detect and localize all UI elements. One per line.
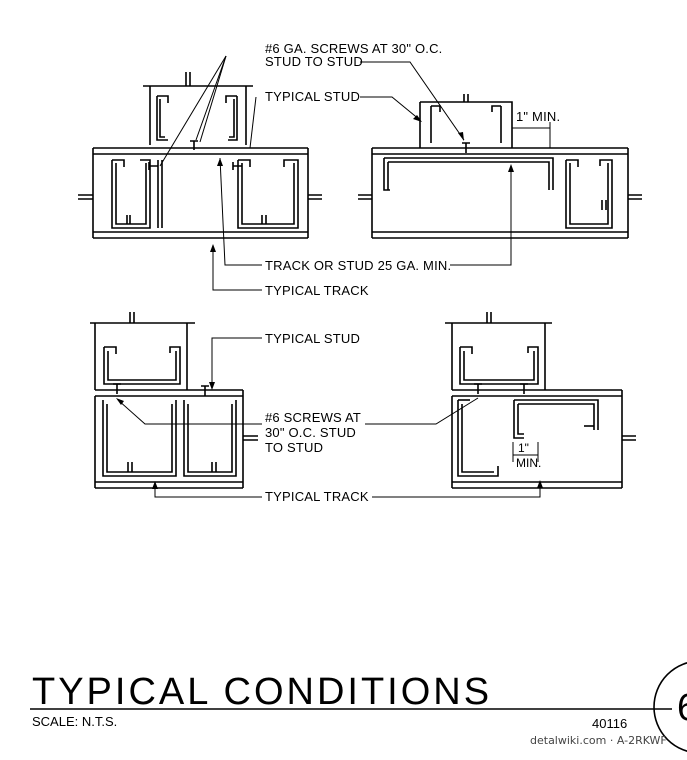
note-one-inch-min-top: 1" MIN. xyxy=(516,109,560,124)
note-screws-bottom-line1: #6 SCREWS AT xyxy=(265,410,361,425)
note-screws-top-line2: STUD TO STUD xyxy=(265,54,363,69)
detail-top-left xyxy=(78,55,322,291)
detail-bottom-left xyxy=(90,312,262,498)
note-typical-stud-bottom: TYPICAL STUD xyxy=(265,331,360,346)
drawing-title: TYPICAL CONDITIONS xyxy=(32,671,492,713)
drawing-number: 40116 xyxy=(592,716,627,731)
note-typical-track-top: TYPICAL TRACK xyxy=(265,283,369,298)
note-one-inch-bottom: 1" xyxy=(518,441,529,455)
detail-bottom-right xyxy=(365,312,636,498)
scale-note: SCALE: N.T.S. xyxy=(32,714,117,729)
note-track-or-stud: TRACK OR STUD 25 GA. MIN. xyxy=(265,258,451,273)
note-screws-bottom-line3: TO STUD xyxy=(265,440,323,455)
note-screws-bottom-line2: 30" O.C. STUD xyxy=(265,425,356,440)
detail-top-right xyxy=(358,61,642,266)
note-typical-track-bottom: TYPICAL TRACK xyxy=(265,489,369,504)
detail-bubble xyxy=(653,662,687,752)
note-typical-stud-top: TYPICAL STUD xyxy=(265,89,360,104)
note-min-bottom: MIN. xyxy=(516,456,541,470)
watermark: detalwiki.com · A-2RKWF xyxy=(530,734,667,747)
note-screws-top-line1: #6 GA. SCREWS AT 30" O.C. xyxy=(265,41,442,56)
detail-number: 6 xyxy=(677,687,687,729)
